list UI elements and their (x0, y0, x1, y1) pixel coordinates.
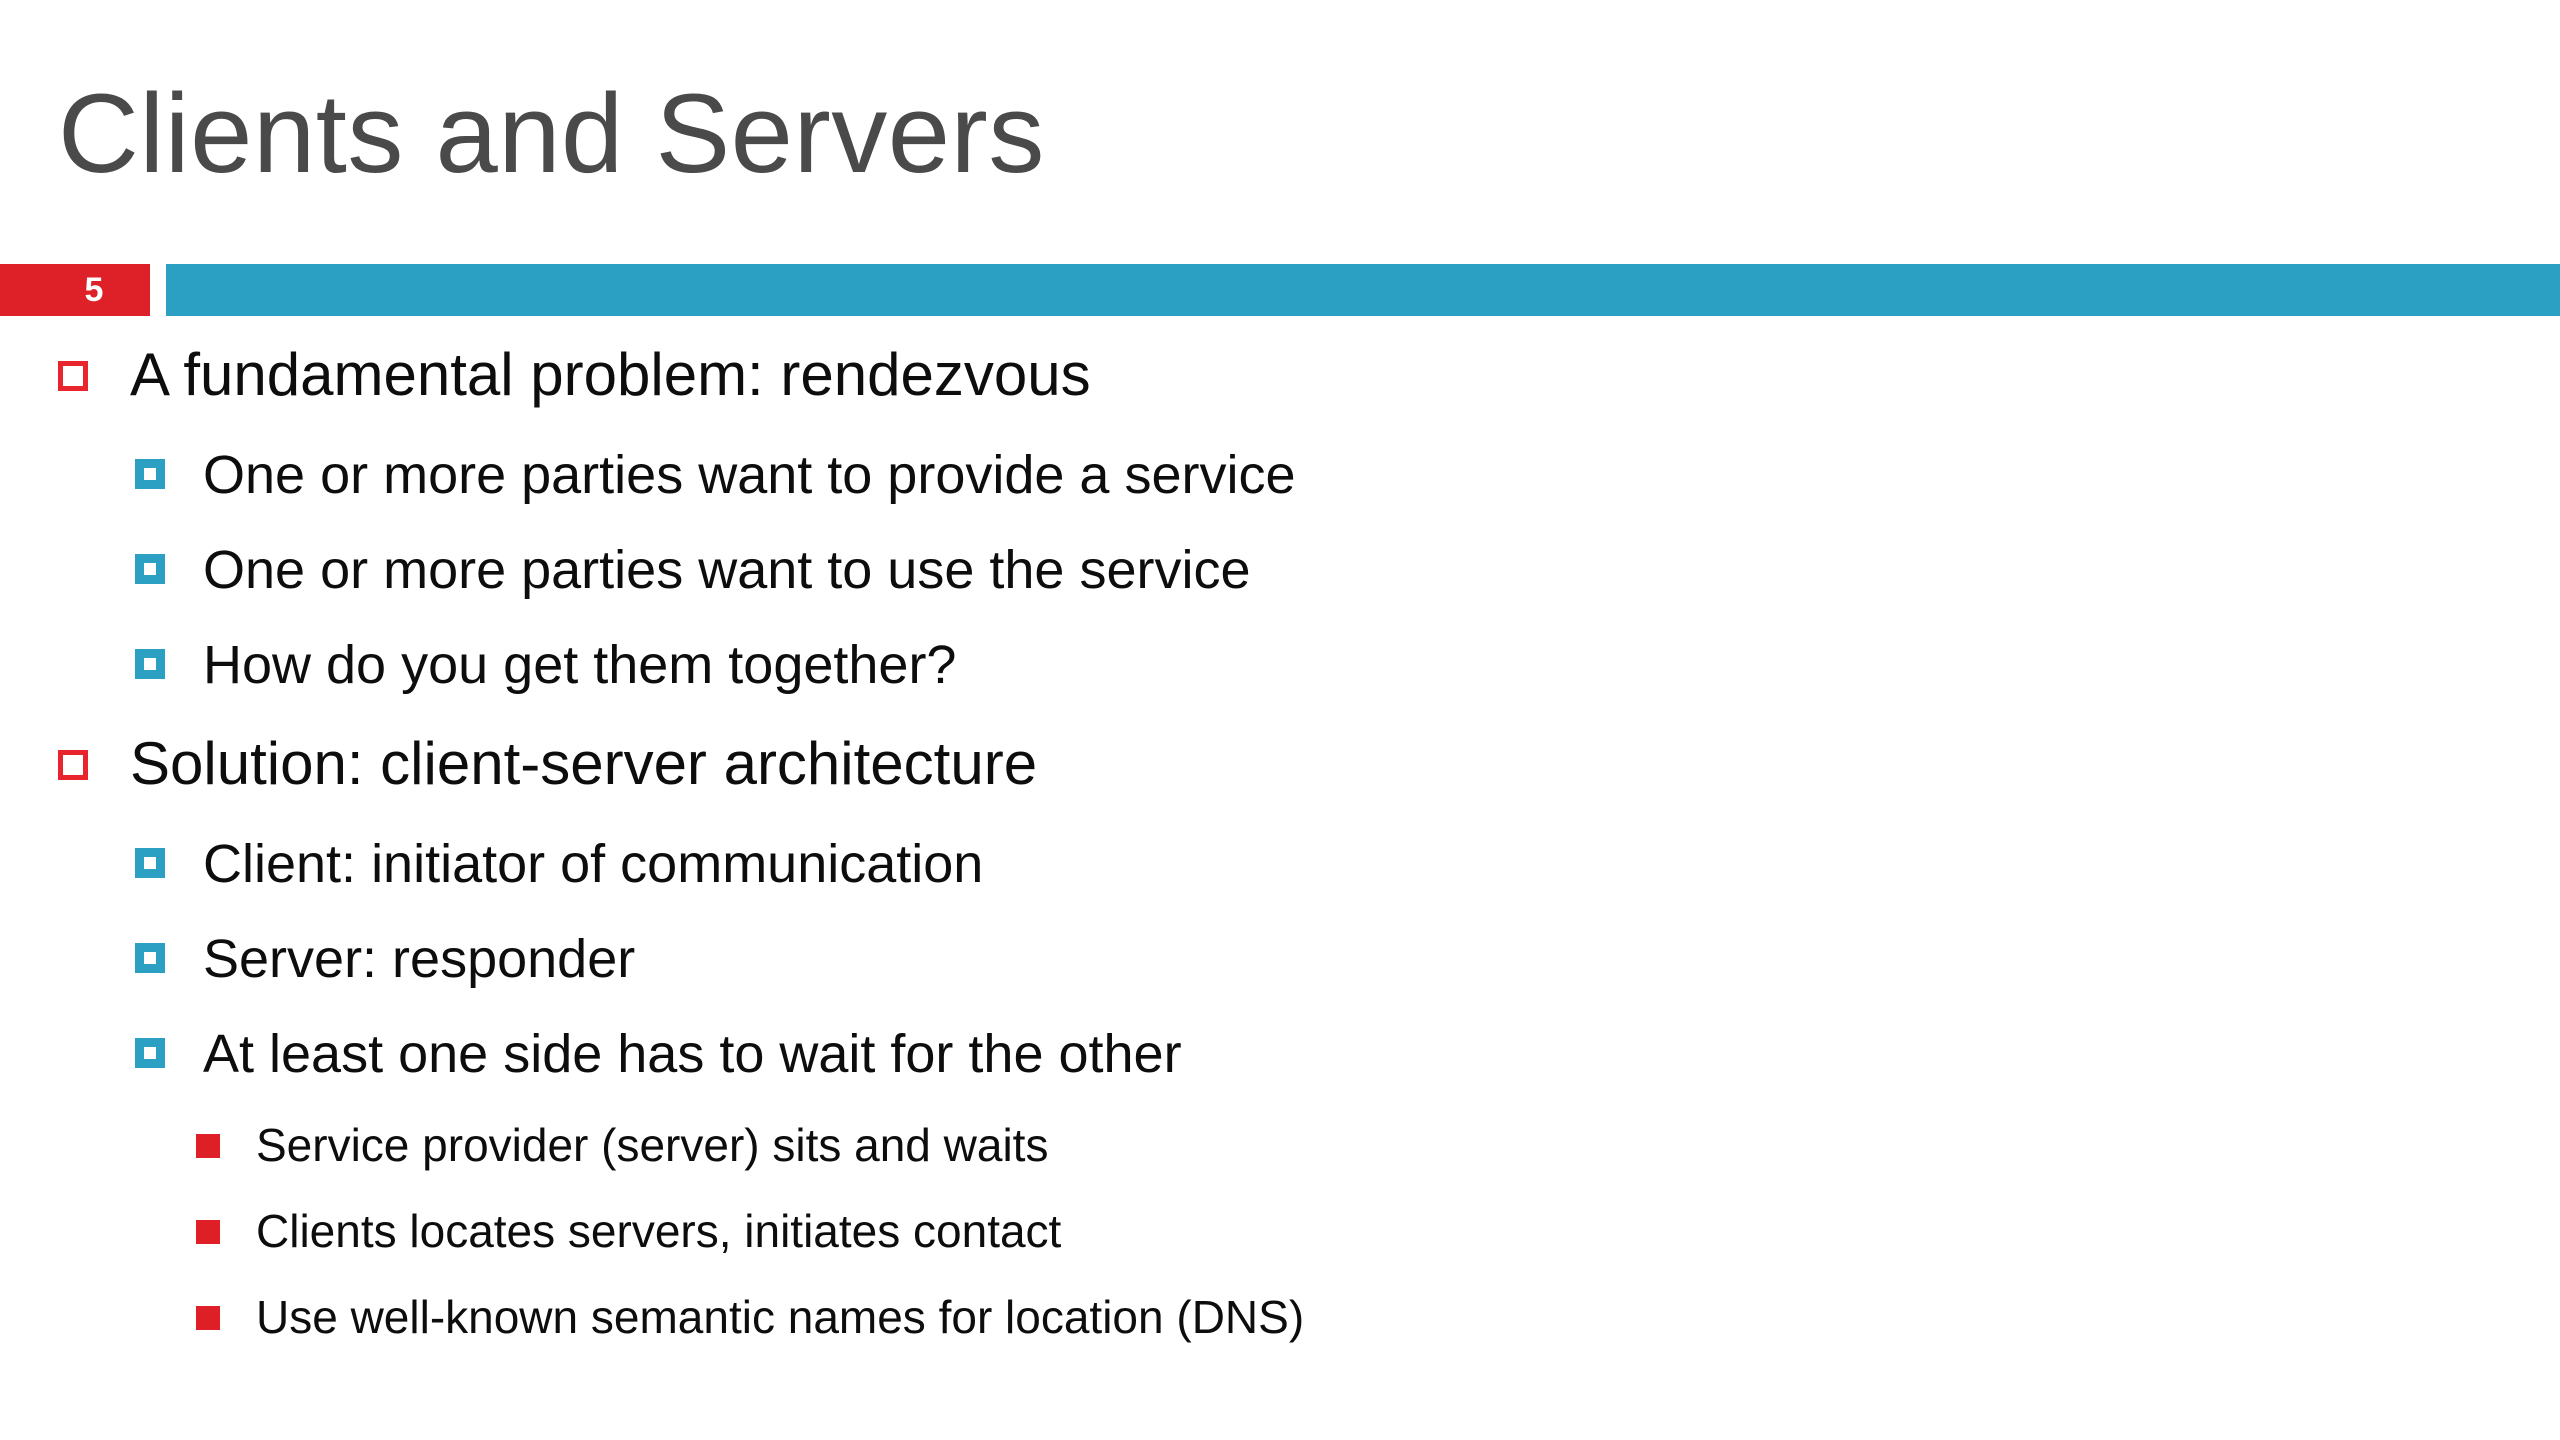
list-item: Server: responder (0, 928, 2560, 1023)
list-item-label: How do you get them together? (203, 635, 957, 695)
list-item: Clients locates servers, initiates conta… (0, 1204, 2560, 1290)
list-item-label: Service provider (server) sits and waits (256, 1119, 1049, 1171)
slide-number-badge: 5 (0, 264, 150, 316)
list-item-label: Clients locates servers, initiates conta… (256, 1205, 1062, 1257)
bullet-square-teal-icon (135, 848, 165, 878)
bullet-square-red-icon (196, 1220, 220, 1244)
list-item-label: One or more parties want to provide a se… (203, 445, 1296, 505)
list-item-label: A fundamental problem: rendezvous (130, 341, 1091, 408)
slide-divider-band: 5 (0, 264, 2560, 316)
bullet-square-teal-icon (135, 554, 165, 584)
list-item: At least one side has to wait for the ot… (0, 1023, 2560, 1118)
bullet-square-teal-icon (135, 649, 165, 679)
list-item-label: Server: responder (203, 929, 636, 989)
bullet-square-red-icon (196, 1306, 220, 1330)
list-item-label: One or more parties want to use the serv… (203, 540, 1251, 600)
list-item: Client: initiator of communication (0, 833, 2560, 928)
divider-rule (166, 264, 2560, 316)
list-item-label: Use well-known semantic names for locati… (256, 1291, 1305, 1343)
slide-number: 5 (84, 271, 104, 309)
list-item: Service provider (server) sits and waits (0, 1118, 2560, 1204)
list-item-label: Solution: client-server architecture (130, 730, 1038, 797)
list-item: One or more parties want to provide a se… (0, 444, 2560, 539)
list-item: One or more parties want to use the serv… (0, 539, 2560, 634)
list-item-label: Client: initiator of communication (203, 834, 984, 894)
bullet-square-outline-icon (58, 361, 88, 391)
list-item-label: At least one side has to wait for the ot… (203, 1024, 1182, 1084)
list-item: Solution: client-server architecture (0, 729, 2560, 833)
list-item: Use well-known semantic names for locati… (0, 1290, 2560, 1376)
bullet-square-red-icon (196, 1134, 220, 1158)
page-title: Clients and Servers (58, 71, 1045, 196)
bullet-square-teal-icon (135, 943, 165, 973)
bullet-square-teal-icon (135, 1038, 165, 1068)
list-item: How do you get them together? (0, 634, 2560, 729)
list-item: A fundamental problem: rendezvous (0, 340, 2560, 444)
bullet-list: A fundamental problem: rendezvous One or… (0, 340, 2560, 1376)
bullet-square-teal-icon (135, 459, 165, 489)
bullet-square-outline-icon (58, 750, 88, 780)
